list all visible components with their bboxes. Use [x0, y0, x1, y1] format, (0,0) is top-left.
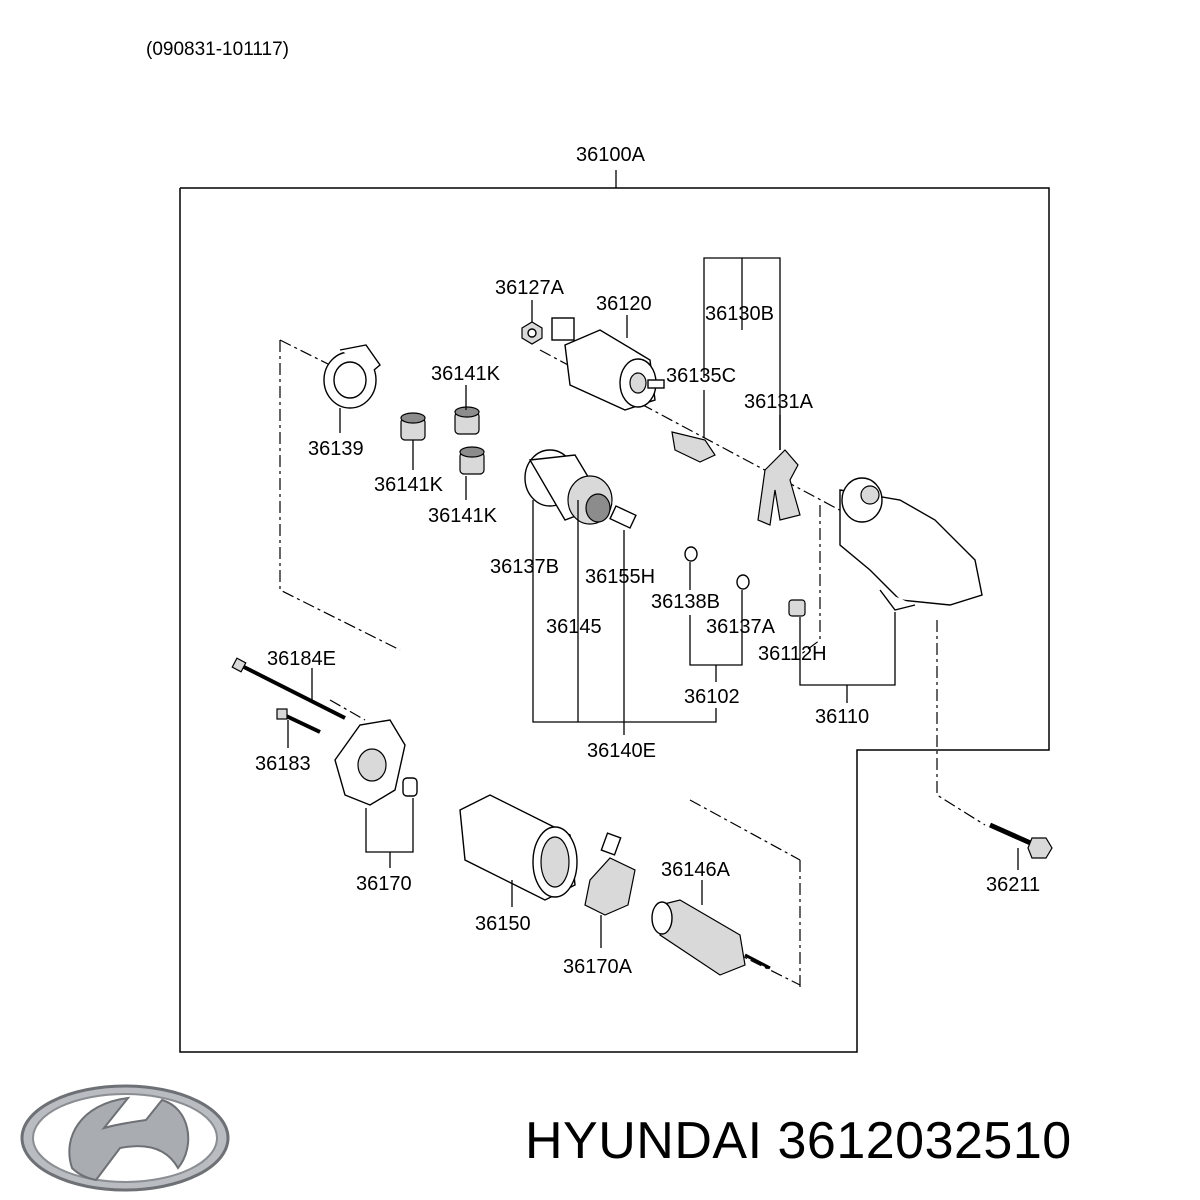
overrunning-clutch-36145 [524, 449, 637, 529]
part-label: 36127A [495, 277, 565, 299]
brush-holder-36170a [584, 832, 636, 916]
part-label: 36170 [356, 873, 412, 895]
ring-36137a [736, 574, 750, 590]
part-label: 36183 [255, 753, 311, 775]
part-label: 36137A [706, 616, 776, 638]
part-label: 36120 [596, 293, 652, 315]
pinion-gear-36141k-3 [459, 446, 485, 475]
part-label: 36140E [587, 740, 656, 762]
part-label: 36102 [684, 686, 740, 708]
armature-36146a [651, 899, 771, 976]
bushing-36112h [788, 599, 806, 617]
nut-36127a [521, 321, 543, 345]
part-label: 36137B [490, 556, 559, 578]
pinion-gear-36141k-2 [454, 406, 480, 435]
ring-36138b [684, 546, 698, 562]
pinion-gear-36141k-1 [400, 412, 426, 441]
yoke-36150 [459, 794, 578, 901]
part-label: 36150 [475, 913, 531, 935]
screw-36183 [276, 708, 321, 734]
hyundai-logo-icon [20, 1084, 230, 1192]
part-labels: 36127A 36120 36130B 36141K 36135C 36131A… [255, 277, 1040, 978]
part-label: 36211 [986, 874, 1040, 896]
part-label: 36135C [666, 365, 736, 387]
assembly-frame [179, 187, 1050, 1053]
solenoid-36120 [551, 317, 665, 411]
part-label: 36155H [585, 566, 655, 588]
part-label: 36130B [705, 303, 774, 325]
part-label: 36110 [815, 706, 869, 728]
part-label: 36112H [758, 643, 827, 665]
rear-bracket-36170 [334, 719, 418, 806]
part-label: 36131A [744, 391, 814, 413]
part-label: 36141K [428, 505, 498, 527]
part-label: 36141K [431, 363, 501, 385]
plunger-36135c [671, 431, 716, 463]
leader-lines [287, 257, 1019, 948]
part-label: 36170A [563, 956, 633, 978]
part-label: 36184E [267, 648, 336, 670]
brand-part-number: HYUNDAI 3612032510 [525, 1112, 1072, 1170]
lever-36131a [757, 449, 801, 526]
assembly-label: 36100A [576, 144, 646, 166]
part-label: 36141K [374, 474, 444, 496]
part-label: 36139 [308, 438, 364, 460]
through-bolt-36184e [231, 657, 346, 720]
part-label: 36138B [651, 591, 720, 613]
bolt-36211 [988, 822, 1053, 859]
housing-36110 [839, 477, 983, 611]
part-label: 36146A [661, 859, 731, 881]
date-code: (090831-101117) [146, 39, 289, 60]
gasket-36139 [323, 344, 381, 409]
part-label: 36145 [546, 616, 602, 638]
